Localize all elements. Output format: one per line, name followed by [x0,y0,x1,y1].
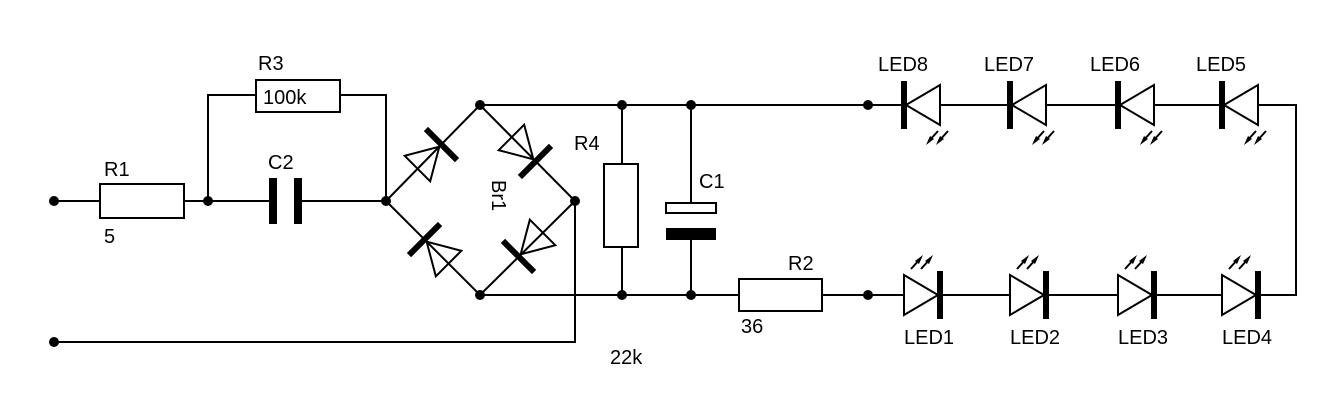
led1-label: LED1 [904,327,954,349]
r2-label: R2 [788,253,814,275]
capacitor-c1: C1 [665,171,725,240]
led8: LED8 [878,54,949,145]
junction-dots [49,100,873,347]
led-row-top: LED8 LED7 LED6 LED5 [878,54,1267,145]
led3: LED3 [1117,255,1168,349]
led6-label: LED6 [1090,54,1140,76]
resistor-r2: R2 36 [738,253,823,338]
r4-label: R4 [574,133,600,155]
c1-label: C1 [699,171,725,193]
led-row-bottom: LED1 LED2 LED3 LED4 [903,255,1272,349]
capacitor-c2: C2 [268,152,302,224]
led7: LED7 [984,54,1055,145]
led5-label: LED5 [1196,54,1246,76]
r1-label: R1 [104,159,130,181]
led2: LED2 [1009,255,1060,349]
c2-label: C2 [268,152,294,174]
br1-label: Br1 [487,180,509,211]
r3-value: 100k [263,87,307,109]
led7-label: LED7 [984,54,1034,76]
led8-label: LED8 [878,54,928,76]
led4: LED4 [1221,255,1272,349]
led4-label: LED4 [1222,327,1272,349]
input-terminal-top [49,196,59,206]
led1: LED1 [903,255,954,349]
bridge-rectifier-br1: Br1 [402,122,558,279]
led2-label: LED2 [1010,327,1060,349]
led5: LED5 [1196,54,1267,145]
wires [54,94,1297,343]
led6: LED6 [1090,54,1163,145]
resistor-r4: R4 22k [574,133,643,369]
r2-value: 36 [741,316,763,338]
led3-label: LED3 [1118,327,1168,349]
resistor-r1: R1 5 [99,159,185,248]
r4-value: 22k [610,347,643,369]
r1-value: 5 [104,226,115,248]
input-terminal-bottom [49,337,59,347]
resistor-r3: R3 100k [255,53,341,113]
r3-label: R3 [258,53,284,75]
